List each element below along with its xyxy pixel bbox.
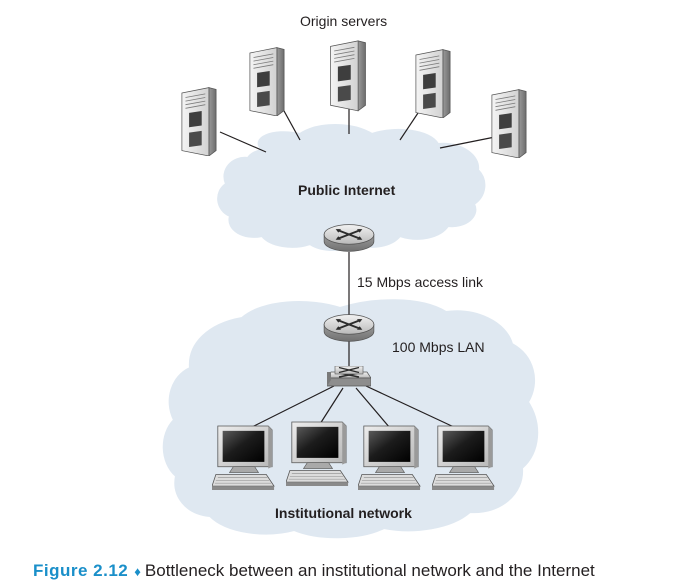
computer-icon <box>358 425 421 491</box>
origin-servers-label: Origin servers <box>300 13 388 29</box>
caption-separator: ♦ <box>134 564 141 579</box>
public-internet-label: Public Internet <box>298 182 396 198</box>
server-icon <box>181 87 217 156</box>
link-computer-1 <box>245 385 335 431</box>
computer-icon <box>432 425 495 491</box>
link-server-1 <box>219 131 267 153</box>
public-internet-cloud <box>217 124 486 251</box>
figure-number: Figure 2.12 <box>33 561 129 580</box>
link-computer-4 <box>365 385 457 429</box>
caption-text: Bottleneck between an institutional netw… <box>144 561 595 580</box>
server-icon <box>415 49 451 118</box>
link-server-5 <box>439 135 501 149</box>
lan-label: 100 Mbps LAN <box>392 339 485 355</box>
server-icon <box>491 89 527 158</box>
computer-icon <box>286 421 349 487</box>
router-icon <box>323 223 375 253</box>
access-link-label: 15 Mbps access link <box>357 274 484 290</box>
server-icon <box>330 40 366 112</box>
link-computer-2 <box>319 387 344 425</box>
link-computer-3 <box>355 387 391 429</box>
institutional-network-label: Institutional network <box>275 505 412 521</box>
figure-caption: Figure 2.12 ♦Bottleneck between an instit… <box>33 561 595 581</box>
server-icon <box>249 47 285 116</box>
computer-icon <box>212 425 275 491</box>
router-icon <box>323 313 375 343</box>
